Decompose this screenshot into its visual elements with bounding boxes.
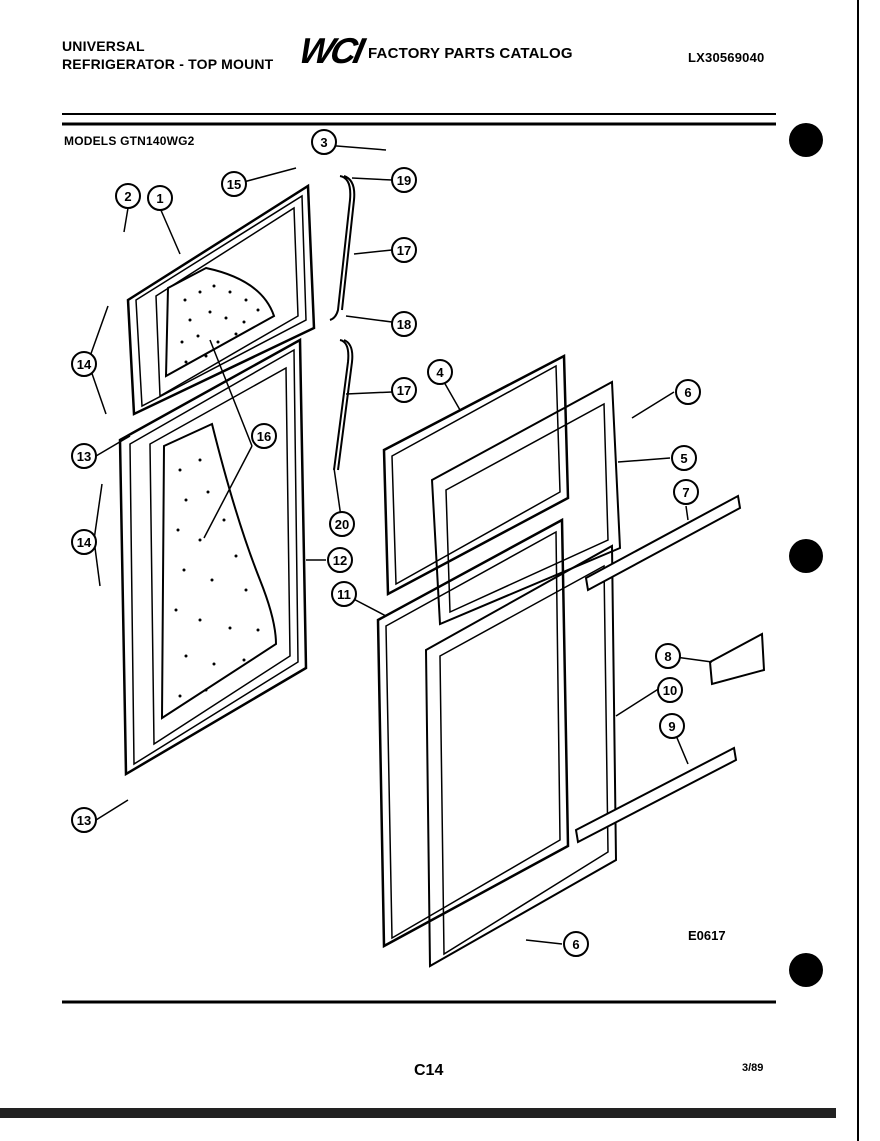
callout-6: 6: [563, 931, 589, 957]
callout-10: 10: [657, 677, 683, 703]
models-label: MODELS GTN140WG2: [64, 134, 195, 148]
freezer-gasket: [382, 353, 570, 597]
callout-7: 7: [673, 479, 699, 505]
callout-19: 19: [391, 167, 417, 193]
callout-13: 13: [71, 807, 97, 833]
callout-13: 13: [71, 443, 97, 469]
figure-code: E0617: [688, 928, 726, 943]
callout-2: 2: [115, 183, 141, 209]
callout-17: 17: [391, 237, 417, 263]
fresh-food-insulation: [160, 422, 278, 720]
callout-9: 9: [659, 713, 685, 739]
catalog-title: FACTORY PARTS CATALOG: [368, 45, 573, 62]
fresh-food-gasket: [376, 517, 570, 949]
callout-12: 12: [327, 547, 353, 573]
shelf-rails: [574, 494, 766, 844]
fresh-food-liner: [424, 544, 618, 968]
brand-line-1: UNIVERSAL: [62, 38, 145, 54]
callout-15: 15: [221, 171, 247, 197]
fresh-food-door-outer: [118, 337, 308, 777]
footer-date: 3/89: [742, 1062, 764, 1074]
callout-6: 6: [675, 379, 701, 405]
callout-8: 8: [655, 643, 681, 669]
callout-11: 11: [331, 581, 357, 607]
callout-1: 1: [147, 185, 173, 211]
freezer-insulation: [164, 266, 276, 378]
callout-14: 14: [71, 529, 97, 555]
callout-3: 3: [311, 129, 337, 155]
page-rules: [0, 0, 859, 1141]
callout-16: 16: [251, 423, 277, 449]
catalog-number: LX30569040: [688, 50, 765, 65]
callout-4: 4: [427, 359, 453, 385]
binder-hole: [789, 123, 823, 157]
callout-17: 17: [391, 377, 417, 403]
binder-hole: [789, 539, 823, 573]
brand-line-2: REFRIGERATOR - TOP MOUNT: [62, 56, 274, 72]
door-handles: [329, 175, 356, 471]
callout-20: 20: [329, 511, 355, 537]
freezer-liner: [430, 380, 622, 626]
page-number: C14: [414, 1062, 444, 1079]
callout-14: 14: [71, 351, 97, 377]
callout-5: 5: [671, 445, 697, 471]
binder-hole: [789, 953, 823, 987]
callout-18: 18: [391, 311, 417, 337]
freezer-door-outer: [126, 183, 316, 416]
